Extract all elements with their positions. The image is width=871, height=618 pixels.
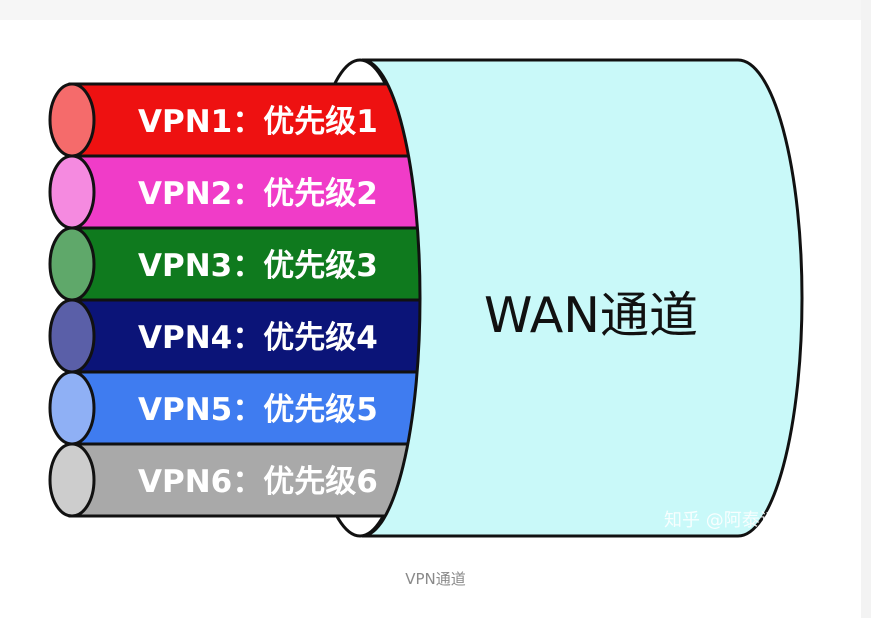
vpn-cable-5-body [68,370,427,446]
vpn-cable-1-body [68,82,422,158]
vpn-cable-3: VPN3：优先级3 [48,226,432,302]
vpn-cable-2-end [48,154,96,230]
vpn-cable-6: VPN6：优先级6 [48,442,417,518]
vpn-cable-1: VPN1：优先级1 [48,82,422,158]
right-band [861,0,871,618]
wan-tube-body [361,58,804,538]
vpn-cable-3-body [68,226,432,302]
watermark: 知乎 @阿泰话君 [664,510,796,531]
vpn-cable-6-label: VPN6：优先级6 [138,464,378,500]
vpn-cable-3-label: VPN3：优先级3 [138,248,378,284]
vpn-cable-6-end [48,442,96,518]
vpn-cable-1-label: VPN1：优先级1 [138,104,378,140]
vpn-cable-5-end [48,370,96,446]
figure-caption: VPN通道 [405,570,466,588]
vpn-cable-4-end [48,298,96,374]
vpn-cable-4-label: VPN4：优先级4 [138,320,378,356]
top-band [0,0,871,20]
vpn-cable-4: VPN4：优先级4 [48,298,432,374]
vpn-cables: VPN1：优先级1 VPN2：优先级2 VPN3：优先级3 VPN4：优先级4 [48,82,432,518]
vpn-cable-2: VPN2：优先级2 [48,154,427,230]
wan-vpn-diagram: VPN1：优先级1 VPN2：优先级2 VPN3：优先级3 VPN4：优先级4 [48,58,804,538]
vpn-cable-5: VPN5：优先级5 [48,370,427,446]
wan-label: WAN通道 [484,287,698,344]
vpn-cable-3-end [48,226,96,302]
vpn-cable-1-end [48,82,96,158]
vpn-cable-5-label: VPN5：优先级5 [138,392,378,428]
vpn-cable-2-label: VPN2：优先级2 [138,176,378,212]
